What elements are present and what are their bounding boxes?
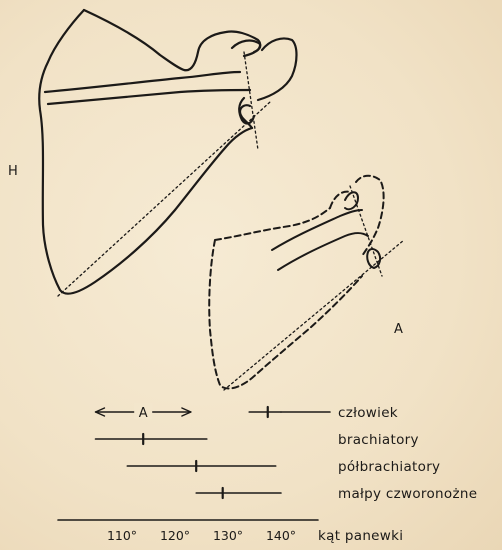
human-glenoid-fossa <box>239 98 254 123</box>
human-scapula-drawing <box>39 10 296 296</box>
glenoid-angle-range-chart: człowiek brachiatory półbrachiatory małpy c… <box>58 403 477 544</box>
human-label: H <box>8 164 18 179</box>
legend-label-3: małpy czworonożne <box>338 486 477 502</box>
ape-scapula-drawing <box>209 176 404 390</box>
axis-tick-label-0: 110° <box>107 528 137 543</box>
ape-coracoid <box>345 192 358 209</box>
ape-label: A <box>394 322 403 337</box>
human-glenoid-axis-line <box>244 52 258 150</box>
ape-spine <box>272 210 368 270</box>
axis-title: kąt panewki <box>318 528 403 544</box>
human-spine <box>45 72 250 104</box>
human-reference-line <box>58 102 270 296</box>
ape-glenoid-axis-line <box>350 186 382 276</box>
ape-scapula-outline <box>209 208 362 389</box>
human-glenoid-outline <box>240 105 252 128</box>
legend-label-0: człowiek <box>338 405 398 421</box>
human-superior-border <box>84 10 260 70</box>
human-scapula-outline <box>39 10 252 294</box>
axis-tick-label-2: 130° <box>213 528 243 543</box>
legend-label-1: brachiatory <box>338 432 419 448</box>
axis-tick-label-3: 140° <box>266 528 296 543</box>
legend-label-2: półbrachiatory <box>338 459 440 475</box>
axis-tick-label-1: 120° <box>160 528 190 543</box>
ape-range-label: A <box>139 406 148 421</box>
